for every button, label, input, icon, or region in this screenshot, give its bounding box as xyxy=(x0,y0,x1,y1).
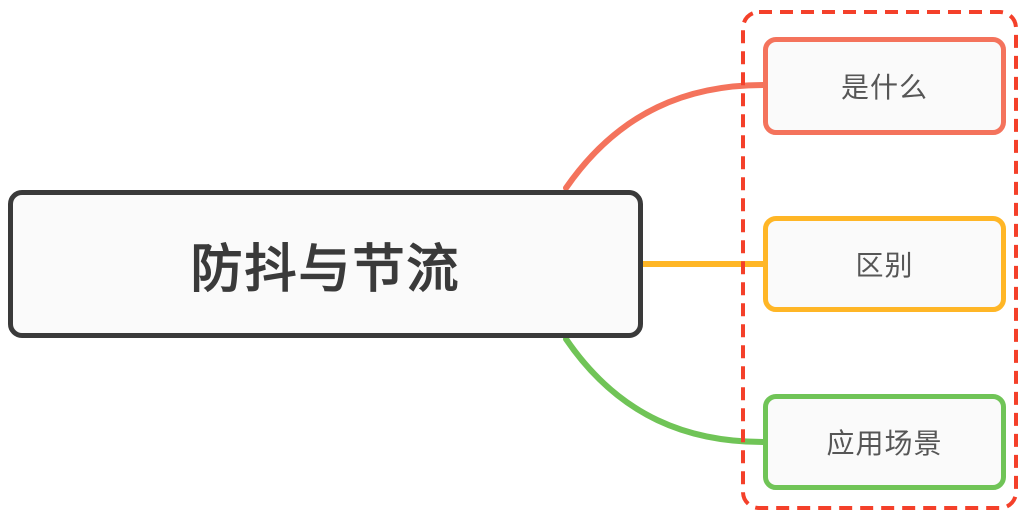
child-node-label: 应用场景 xyxy=(826,428,943,459)
mindmap-child-node-shi-shen-me[interactable]: 是什么 xyxy=(763,37,1006,135)
connector-line-shi-shen-me xyxy=(563,82,766,191)
mindmap-child-node-qu-bie[interactable]: 区别 xyxy=(763,216,1006,312)
mindmap-root-node[interactable]: 防抖与节流 xyxy=(8,190,643,338)
child-node-label: 区别 xyxy=(855,250,914,281)
mindmap-child-node-ying-yong-chang-jing[interactable]: 应用场景 xyxy=(763,394,1006,490)
root-node-label: 防抖与节流 xyxy=(190,240,461,299)
connector-line-ying-yong-chang-jing xyxy=(563,336,766,445)
child-node-label: 是什么 xyxy=(840,72,928,103)
